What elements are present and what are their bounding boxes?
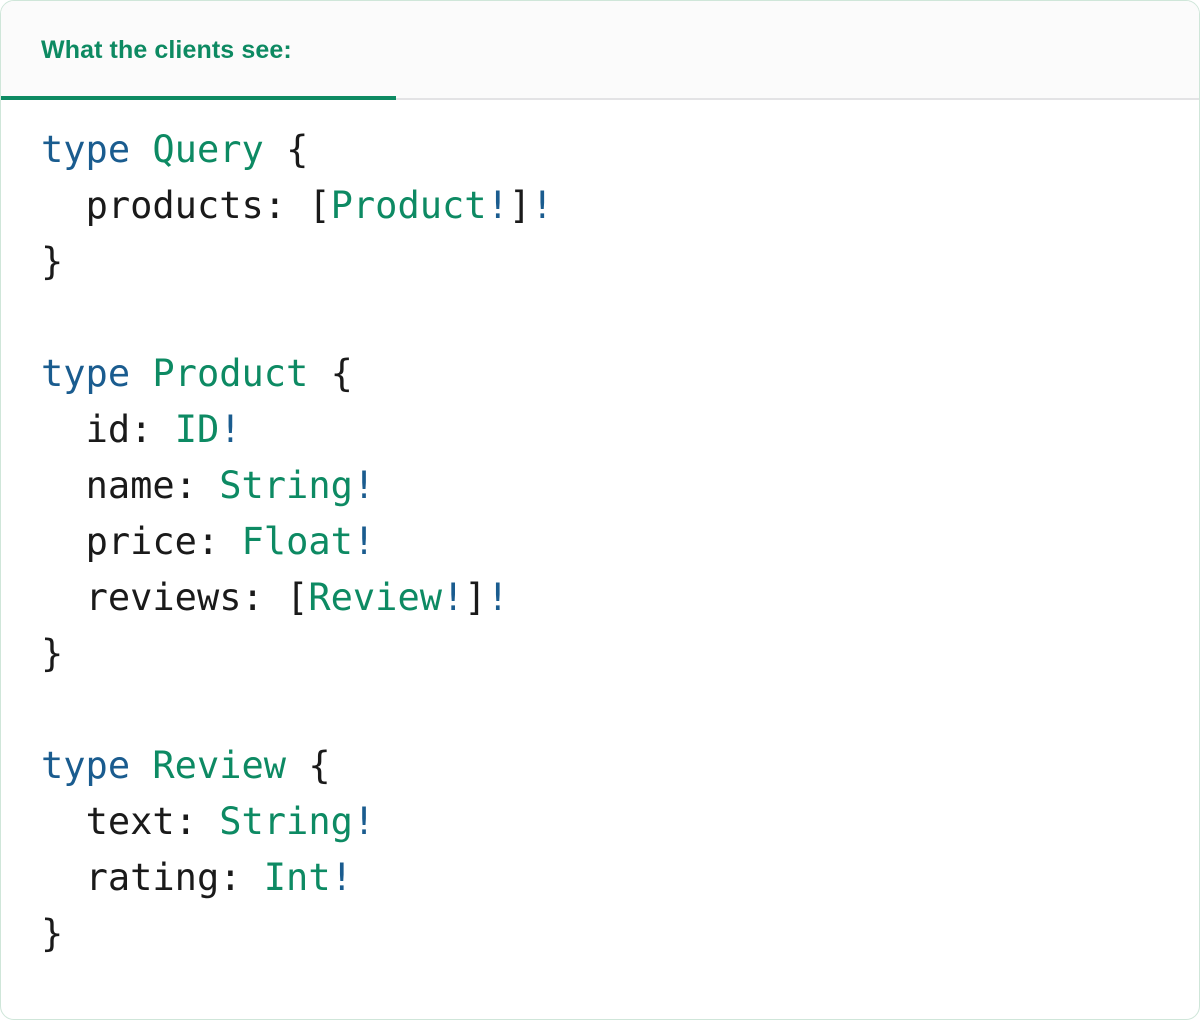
- code-line: id: ID!: [41, 402, 1159, 458]
- code-token-type: Query: [152, 128, 264, 171]
- header-divider: [1, 98, 1199, 100]
- code-token-field: name: [85, 464, 175, 507]
- header-title: What the clients see:: [41, 36, 292, 64]
- code-token-punct: :: [174, 464, 220, 507]
- code-token-punct: :: [174, 800, 220, 843]
- code-token-field: text: [85, 800, 175, 843]
- code-token-punct: [: [286, 576, 309, 619]
- code-token-field: products: [85, 184, 264, 227]
- code-token-punct: :: [241, 576, 287, 619]
- code-token-plain: [264, 128, 286, 171]
- code-token-type: String: [219, 464, 353, 507]
- code-line: [41, 682, 1159, 738]
- code-token-punct: }: [41, 632, 64, 675]
- code-token-bang: !: [486, 576, 509, 619]
- code-token-punct: ]: [464, 576, 487, 619]
- code-token-field: rating: [85, 856, 220, 899]
- graphql-schema-code: type Query { products: [Product!]!} type…: [41, 122, 1159, 962]
- code-token-punct: {: [286, 128, 309, 171]
- code-token-type: Review: [308, 576, 442, 619]
- code-token-field: id: [85, 408, 131, 451]
- code-token-bang: !: [330, 856, 353, 899]
- code-token-type: String: [219, 800, 353, 843]
- code-token-punct: :: [219, 856, 264, 899]
- code-line: type Query {: [41, 122, 1159, 178]
- code-token-plain: [286, 744, 308, 787]
- code-token-punct: :: [263, 184, 309, 227]
- code-token-keyword: type: [41, 352, 131, 395]
- code-line: products: [Product!]!: [41, 178, 1159, 234]
- code-token-type: Product: [152, 352, 309, 395]
- code-line: }: [41, 234, 1159, 290]
- code-token-plain: [41, 184, 86, 227]
- card-header: What the clients see:: [1, 1, 1199, 100]
- code-token-bang: !: [531, 184, 554, 227]
- code-token-plain: [41, 856, 86, 899]
- code-line: }: [41, 906, 1159, 962]
- code-line: price: Float!: [41, 514, 1159, 570]
- code-token-keyword: type: [41, 744, 131, 787]
- code-token-plain: [130, 128, 152, 171]
- code-token-bang: !: [219, 408, 242, 451]
- code-token-bang: !: [352, 464, 376, 507]
- code-token-plain: [41, 800, 86, 843]
- code-token-type: Review: [152, 744, 287, 787]
- code-token-punct: [: [308, 184, 331, 227]
- code-token-bang: !: [352, 520, 376, 563]
- code-token-punct: }: [41, 240, 64, 283]
- code-line: [41, 290, 1159, 346]
- code-line: }: [41, 626, 1159, 682]
- code-token-plain: [130, 744, 152, 787]
- code-token-keyword: type: [41, 128, 131, 171]
- code-token-type: Int: [263, 856, 331, 899]
- code-token-field: reviews: [85, 576, 242, 619]
- code-token-punct: {: [330, 352, 353, 395]
- code-token-punct: ]: [508, 184, 532, 227]
- code-token-punct: {: [308, 744, 331, 787]
- code-token-field: price: [85, 520, 197, 563]
- code-token-type: ID: [174, 408, 220, 451]
- code-body: type Query { products: [Product!]!} type…: [1, 100, 1199, 1019]
- code-token-plain: [41, 520, 86, 563]
- code-token-type: Float: [241, 520, 353, 563]
- code-line: rating: Int!: [41, 850, 1159, 906]
- code-token-plain: [41, 576, 86, 619]
- code-line: type Product {: [41, 346, 1159, 402]
- code-line: name: String!: [41, 458, 1159, 514]
- code-token-punct: :: [130, 408, 175, 451]
- code-line: type Review {: [41, 738, 1159, 794]
- code-token-plain: [41, 464, 86, 507]
- active-tab-indicator: [1, 96, 396, 100]
- code-line: reviews: [Review!]!: [41, 570, 1159, 626]
- code-token-plain: [41, 408, 86, 451]
- code-token-punct: :: [196, 520, 242, 563]
- code-token-punct: }: [41, 912, 64, 955]
- code-token-bang: !: [486, 184, 509, 227]
- code-line: text: String!: [41, 794, 1159, 850]
- code-token-plain: [308, 352, 330, 395]
- code-token-bang: !: [352, 800, 376, 843]
- code-token-plain: [130, 352, 152, 395]
- code-token-bang: !: [442, 576, 465, 619]
- code-token-type: Product: [330, 184, 487, 227]
